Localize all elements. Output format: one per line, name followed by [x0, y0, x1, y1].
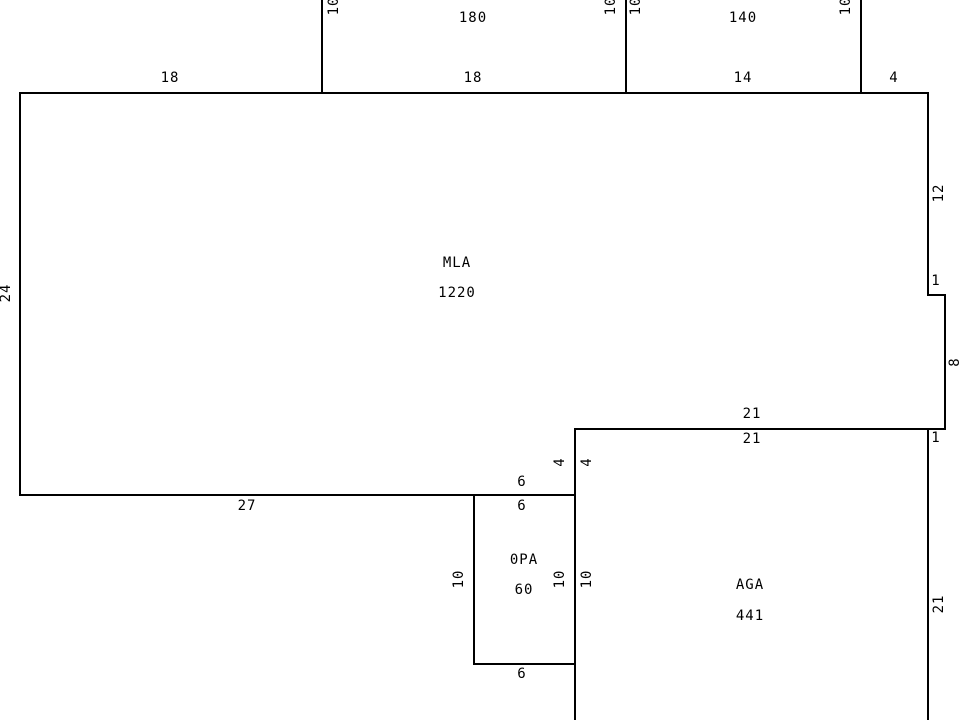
- dim-mla-left: 24: [0, 284, 14, 303]
- dim-right-upper: 12: [931, 184, 947, 203]
- dim-upper-right-left: 10: [628, 0, 644, 15]
- opa-area-name: 0PA: [510, 552, 538, 568]
- dim-top-seg-a: 18: [161, 70, 180, 86]
- aga-area-name: AGA: [736, 577, 764, 593]
- dim-top-seg-c: 14: [734, 70, 753, 86]
- dim-aga-top-outer: 21: [743, 406, 762, 422]
- dim-opa-top-inner: 6: [517, 498, 526, 514]
- opa-area-value: 60: [515, 582, 534, 598]
- dim-aga-left-inner: 4: [579, 457, 595, 466]
- dim-right-jog-side: 8: [947, 357, 960, 366]
- dim-aga-right: 21: [931, 595, 947, 614]
- dim-mla-bottom: 27: [238, 498, 257, 514]
- mla-area-value: 1220: [438, 285, 476, 301]
- mla-outline: [19, 92, 946, 496]
- dim-upper-left-left: 10: [326, 0, 342, 15]
- dim-aga-left-lower: 10: [579, 570, 595, 589]
- dim-opa-left: 10: [451, 570, 467, 589]
- dim-right-jog-bottom: 1: [931, 430, 940, 446]
- dim-top-seg-b: 18: [464, 70, 483, 86]
- aga-outline: [574, 428, 929, 720]
- aga-area-value: 441: [736, 608, 764, 624]
- dim-top-seg-d: 4: [889, 70, 898, 86]
- dim-aga-top-inner: 21: [743, 431, 762, 447]
- dim-aga-left-outer: 4: [552, 457, 568, 466]
- upper-left-area-outline: [321, 0, 627, 94]
- dim-opa-right: 10: [552, 570, 568, 589]
- dim-opa-top-outer: 6: [517, 474, 526, 490]
- mla-area-name: MLA: [443, 255, 471, 271]
- upper-right-area-value: 140: [729, 10, 757, 26]
- upper-left-area-value: 180: [459, 10, 487, 26]
- dim-right-jog-top: 1: [931, 273, 940, 289]
- dim-upper-left-right: 10: [603, 0, 619, 15]
- dim-opa-bottom: 6: [517, 666, 526, 682]
- dim-upper-right-right: 10: [838, 0, 854, 15]
